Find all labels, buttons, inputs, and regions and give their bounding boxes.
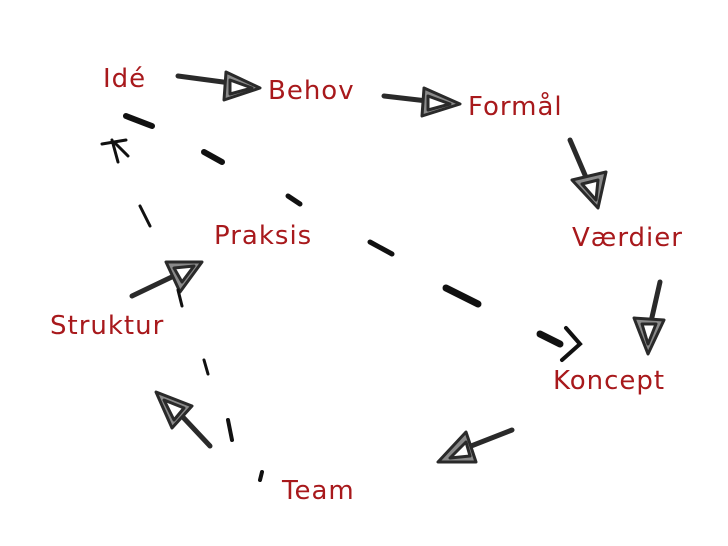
dashed-arrow-ide-to-koncept (123, 113, 583, 362)
node-team: Team (282, 476, 355, 506)
node-struktur: Struktur (50, 311, 165, 341)
arrow-formal-to-vaerdier (567, 137, 608, 210)
node-koncept: Koncept (553, 366, 666, 396)
arrow-koncept-to-team (436, 427, 515, 464)
arrow-struktur-to-praksis (129, 260, 204, 299)
node-behov: Behov (268, 76, 355, 106)
arrow-ide-to-behov (175, 70, 262, 102)
node-ide: Idé (103, 64, 147, 94)
node-vaerdier: Værdier (572, 223, 683, 253)
node-formal: Formål (468, 92, 563, 122)
arrow-behov-to-formal (381, 86, 462, 118)
node-praksis: Praksis (214, 221, 313, 251)
arrow-team-to-struktur (154, 390, 213, 449)
arrow-vaerdier-to-koncept (632, 279, 666, 356)
dashed-arrow-team-to-ide (100, 138, 264, 482)
